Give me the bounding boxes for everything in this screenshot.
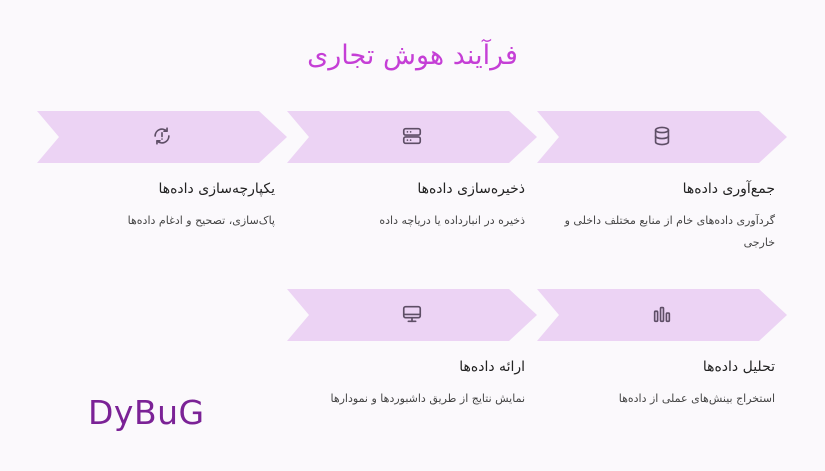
step-description: نمایش نتایج از طریق داشبوردها و نمودارها	[330, 392, 525, 405]
step-description: پاک‌سازی، تصحیح و ادغام داده‌ها	[127, 214, 275, 227]
step-title: ارائه داده‌ها	[459, 359, 525, 375]
database-icon	[651, 125, 673, 147]
step-description: گردآوری داده‌های خام از منابع مختلف داخل…	[564, 214, 775, 249]
step-title: تحلیل داده‌ها	[702, 359, 775, 375]
step-title: جمع‌آوری داده‌ها	[682, 181, 775, 197]
step-chevron	[537, 111, 787, 163]
step-title: یکپارچه‌سازی داده‌ها	[158, 181, 275, 197]
step-description: استخراج بینش‌های عملی از داده‌ها	[618, 392, 775, 405]
refresh-alert-icon	[151, 125, 173, 147]
diagram-title: فرآیند هوش تجاری	[307, 40, 518, 71]
brand-logo: DyBuG	[88, 393, 205, 432]
step-chevron	[537, 289, 787, 341]
monitor-icon	[401, 303, 423, 325]
step-description: ذخیره در انبارداده یا دریاچه داده	[379, 214, 525, 227]
server-icon	[401, 125, 423, 147]
step-title: ذخیره‌سازی داده‌ها	[417, 181, 525, 197]
bar-chart-icon	[651, 303, 673, 325]
